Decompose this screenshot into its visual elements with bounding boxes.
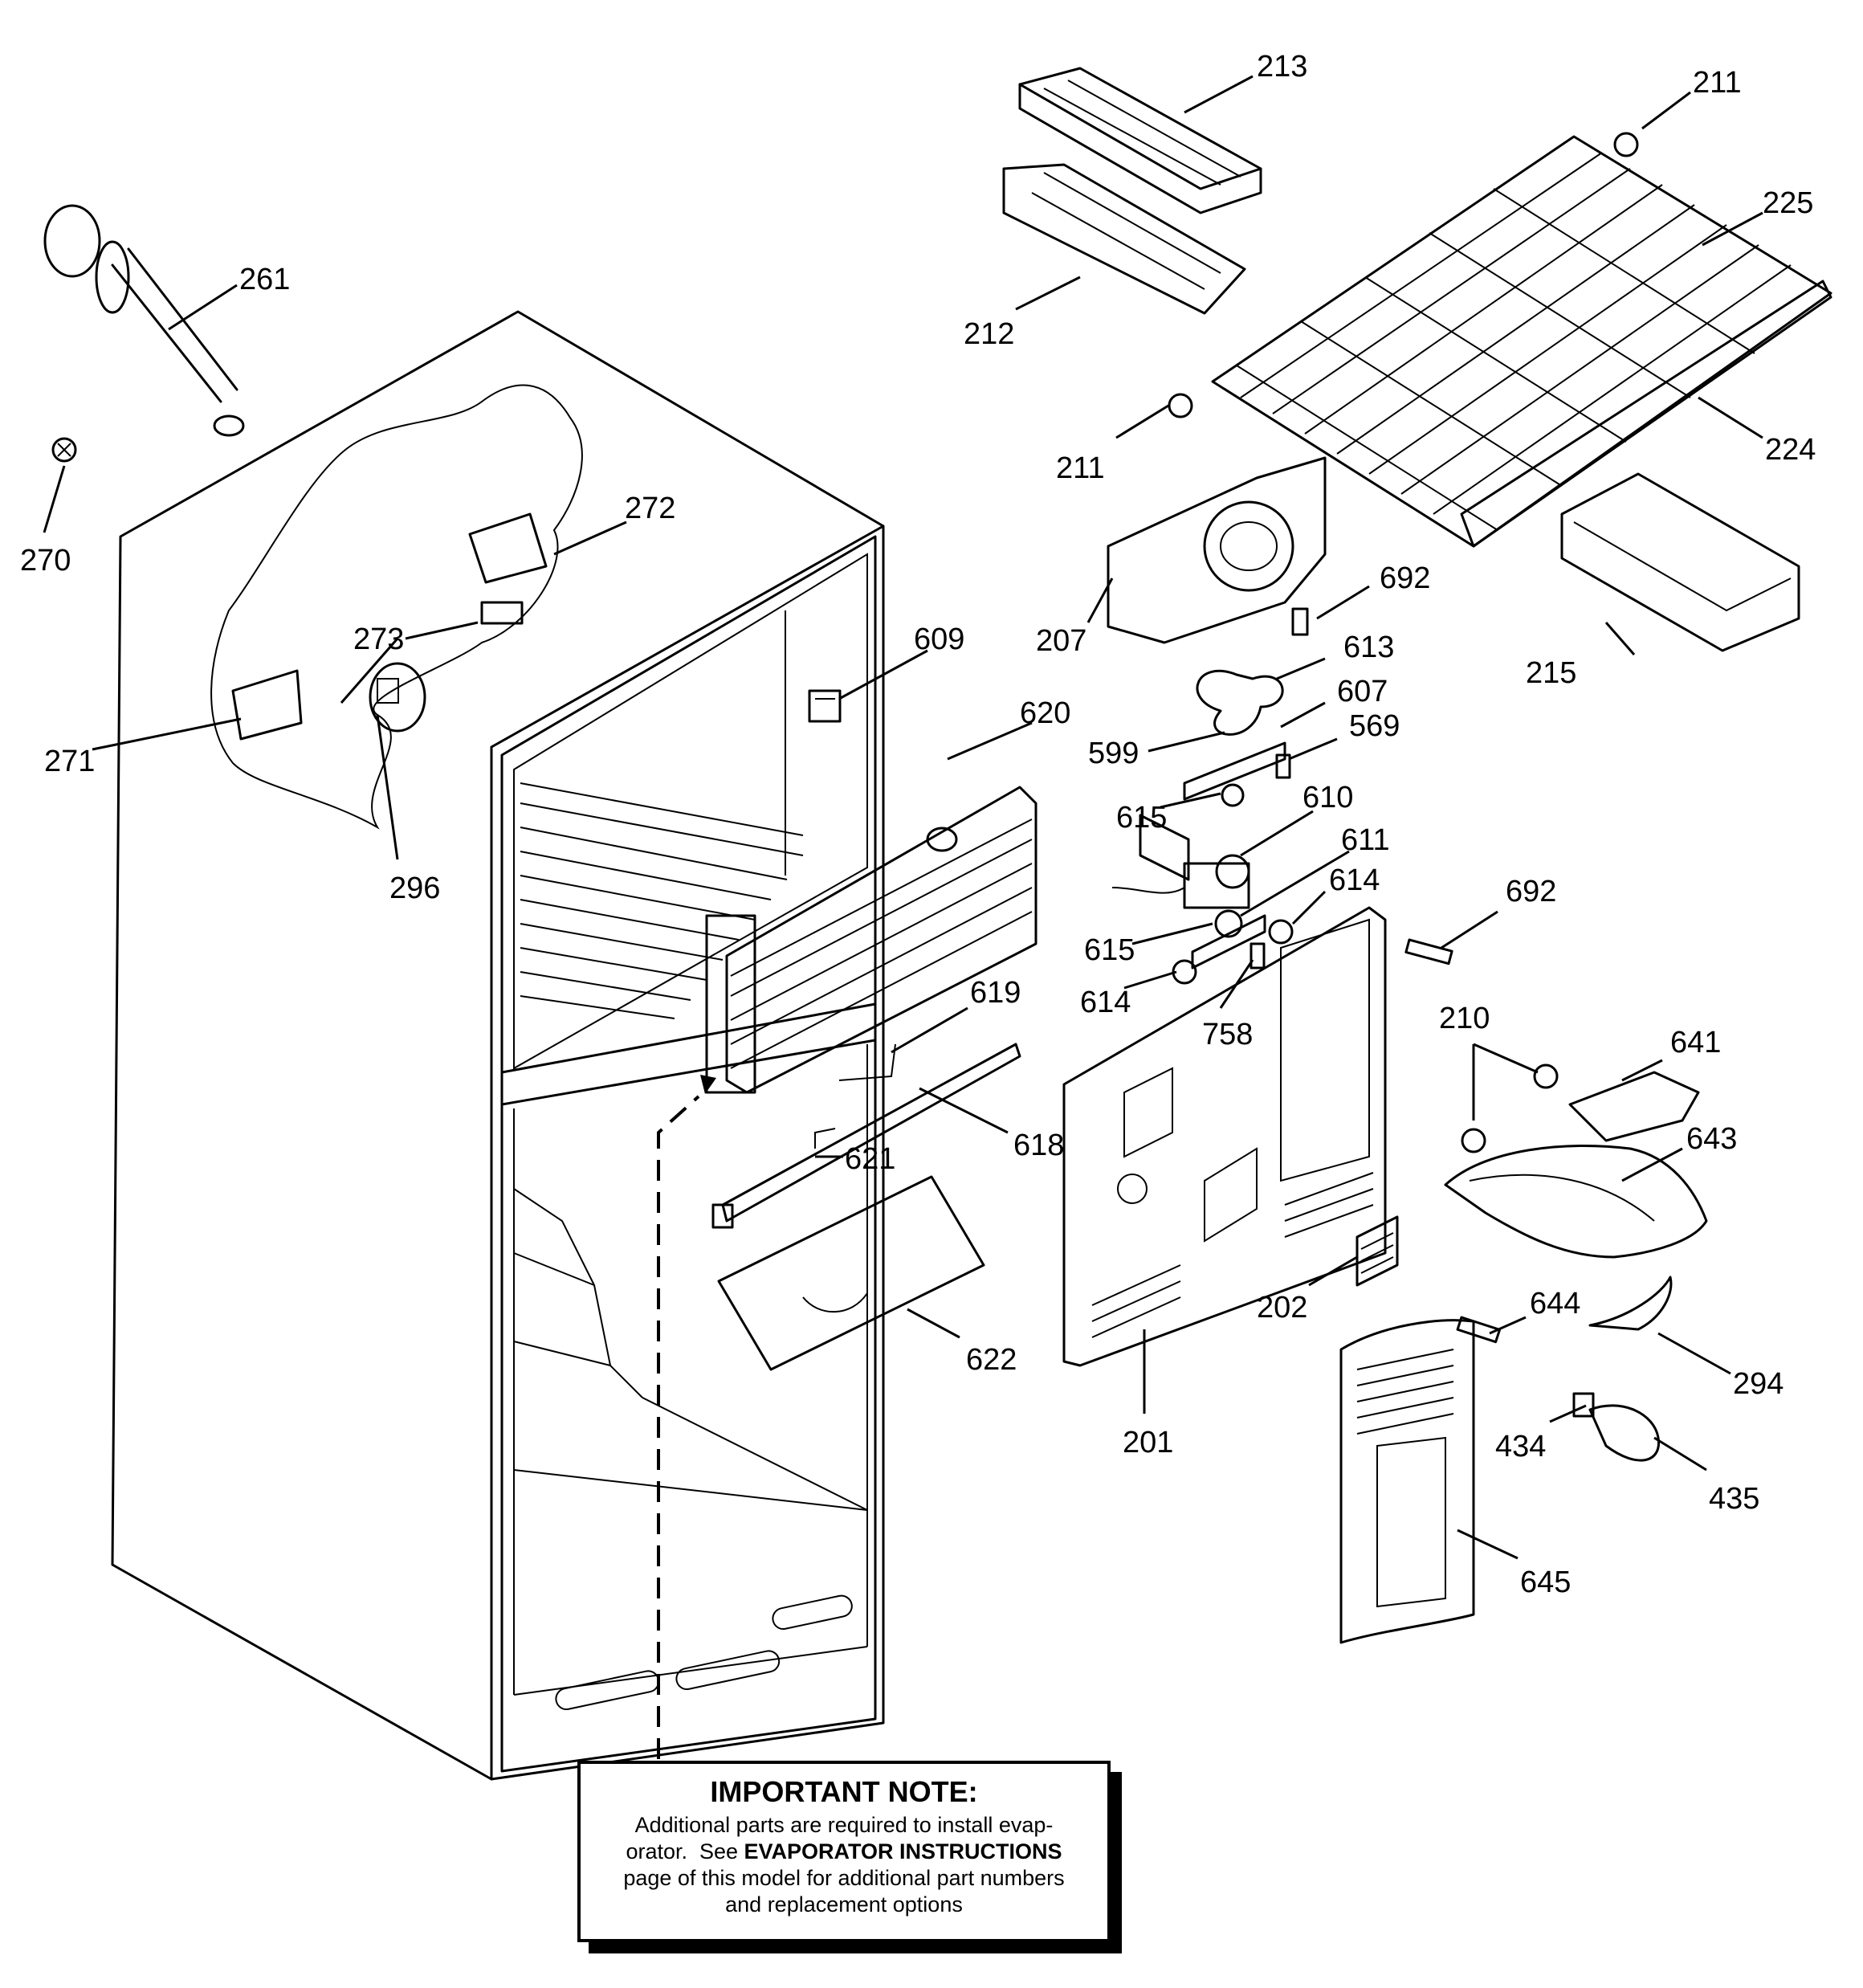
callout-644: 644 [1530,1287,1580,1321]
callout-619: 619 [970,976,1021,1010]
callout-615-bottom: 615 [1084,933,1135,967]
callout-599: 599 [1088,737,1139,770]
grille-202 [1355,1215,1399,1287]
freezer-ribs [520,782,804,1019]
callout-641: 641 [1670,1026,1721,1059]
screw-644 [1456,1316,1502,1344]
callout-435: 435 [1709,1482,1759,1516]
callout-609: 609 [914,623,964,656]
clips-211 [1168,132,1639,418]
switch-296 [369,662,426,733]
note-line-3: page of this model for additional part n… [623,1866,1065,1890]
clip-619-621 [814,1043,896,1149]
callout-618: 618 [1013,1129,1064,1162]
evaporator-leader [657,1095,700,1759]
wire-harness-271-272-273 [210,384,583,830]
callout-434: 434 [1495,1430,1546,1463]
callout-614-left: 614 [1080,986,1131,1019]
callout-622: 622 [966,1343,1017,1377]
crisper-215 [1560,472,1800,652]
callout-271: 271 [44,745,95,778]
note-evaporator-instructions: EVAPORATOR INSTRUCTIONS [744,1839,1062,1863]
note-line-2-prefix: orator. See [626,1839,744,1863]
callout-758: 758 [1202,1018,1253,1051]
callout-607: 607 [1337,675,1388,708]
evaporator-cover-201 [1062,906,1387,1367]
callout-614-right: 614 [1329,863,1380,897]
callout-296: 296 [389,872,440,905]
note-line-2: orator. See EVAPORATOR INSTRUCTIONS [581,1839,1107,1865]
callout-225: 225 [1763,186,1813,220]
callout-611: 611 [1341,823,1390,857]
callout-610: 610 [1302,781,1353,814]
callout-621: 621 [845,1142,895,1176]
switch-609 [808,689,842,723]
evaporator-arrowhead [700,1075,716,1094]
shelf-225-224 [1211,135,1832,548]
callout-207: 207 [1036,624,1086,658]
callout-210: 210 [1439,1002,1490,1035]
callout-692-top: 692 [1380,561,1430,595]
callout-273: 273 [353,623,404,656]
bracket-607 [1183,741,1286,801]
fan-shroud-207 [1107,456,1327,644]
cabinet [111,310,885,1781]
callout-213: 213 [1257,50,1307,84]
callout-569: 569 [1349,709,1400,743]
note-title: IMPORTANT NOTE: [710,1775,978,1808]
callout-613: 613 [1343,631,1394,664]
leader-lines [43,75,1763,1560]
callout-202: 202 [1257,1291,1307,1325]
callout-211-mid: 211 [1056,451,1105,485]
fan-blade-613 [1196,669,1284,736]
drain-trough-622 [717,1175,985,1371]
light-shield-641-643 [1444,1071,1708,1259]
duct-645 [1339,1319,1475,1644]
grommets-615-614 [1172,783,1294,985]
callout-272: 272 [625,492,675,525]
note-body: Additional parts are required to install… [581,1812,1107,1918]
callout-212: 212 [964,317,1014,351]
callout-201: 201 [1123,1426,1173,1459]
ice-tray-212 [1002,163,1246,315]
callout-645: 645 [1520,1565,1571,1599]
callout-615-top: 615 [1116,801,1167,835]
fan-motor-610 [1111,814,1250,909]
bracket-611 [1191,914,1266,970]
callout-620: 620 [1020,696,1070,730]
screw-270 [51,437,77,463]
light-cover-294 [1588,1276,1673,1331]
callout-692-mid: 692 [1506,875,1556,908]
evaporator [705,786,1037,1094]
note-line-1: Additional parts are required to install… [634,1813,1054,1837]
water-tube-261 [43,204,245,437]
defrost-heater-618 [711,1043,1021,1229]
important-note-box: IMPORTANT NOTE: Additional parts are req… [577,1761,1111,1942]
screws-692-569-758 [1249,607,1453,970]
callout-643: 643 [1686,1122,1737,1156]
note-line-4: and replacement options [725,1892,963,1917]
callout-211-top: 211 [1693,66,1742,100]
callout-270: 270 [20,544,71,578]
socket-434-bulb-435 [1572,1392,1661,1462]
callout-labels: 213 211 261 225 212 211 224 270 272 692 … [20,50,1816,1599]
callout-294: 294 [1733,1367,1784,1401]
ice-tray-213 [1018,67,1262,214]
clips-210 [1461,1063,1559,1153]
callout-215: 215 [1526,656,1576,690]
callout-224: 224 [1765,433,1816,467]
callout-261: 261 [239,263,290,296]
